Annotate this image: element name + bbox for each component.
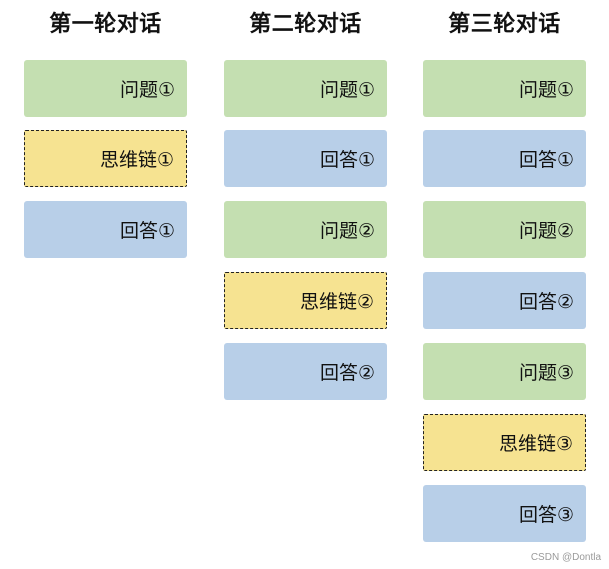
round-3-title: 第三轮对话	[448, 12, 561, 37]
round-1-title: 第一轮对话	[49, 12, 162, 37]
watermark: CSDN @Dontla	[530, 552, 601, 563]
round-3-answer-3: 回答③	[423, 485, 586, 542]
round-1-question-1: 问题①	[24, 60, 187, 117]
round-2-answer-2: 回答②	[224, 343, 387, 400]
round-1-thought-1: 思维链①	[24, 130, 187, 187]
round-2-question-2: 问题②	[224, 201, 387, 258]
round-1-answer-1: 回答①	[24, 201, 187, 258]
round-3-thought-3: 思维链③	[423, 414, 586, 471]
round-2-answer-1: 回答①	[224, 130, 387, 187]
round-3-answer-1: 回答①	[423, 130, 586, 187]
round-3-answer-2: 回答②	[423, 272, 586, 329]
round-2-title: 第二轮对话	[249, 12, 362, 37]
round-3-question-3: 问题③	[423, 343, 586, 400]
round-3-question-2: 问题②	[423, 201, 586, 258]
round-2-question-1: 问题①	[224, 60, 387, 117]
round-3-question-1: 问题①	[423, 60, 586, 117]
round-2-thought-2: 思维链②	[224, 272, 387, 329]
